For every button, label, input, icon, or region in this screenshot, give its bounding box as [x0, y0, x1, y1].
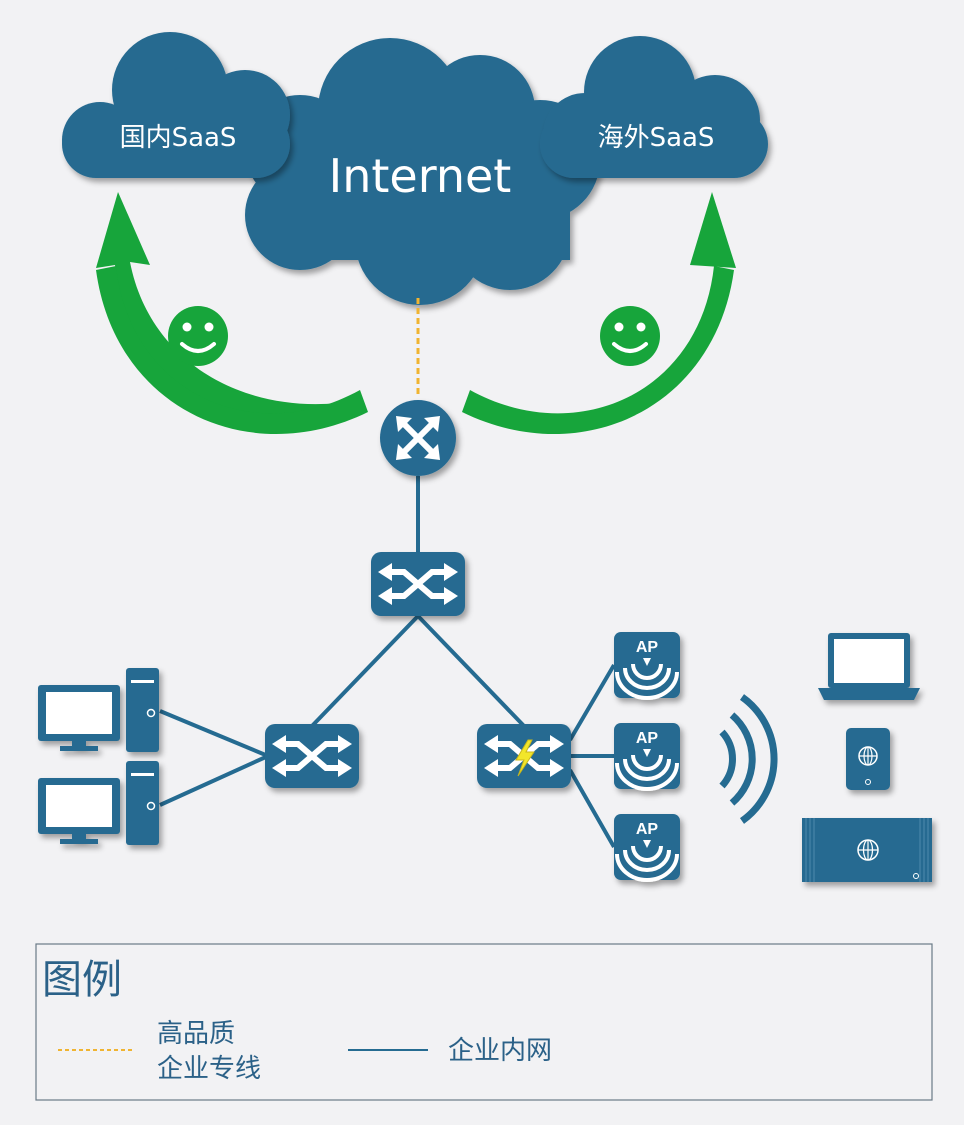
domestic-saas-label: 国内SaaS — [120, 123, 237, 153]
router-icon — [380, 400, 456, 476]
lightning-icon — [515, 739, 535, 777]
access-point-3-icon: AP — [614, 814, 680, 882]
legend-box: 图例 高品质 企业专线 企业内网 — [35, 943, 933, 1101]
mobile-phone-icon — [846, 728, 890, 790]
core-switch-icon — [371, 552, 465, 616]
cloud-internet — [245, 38, 600, 305]
laptop-icon — [818, 633, 920, 700]
access-point-1-icon: AP — [614, 632, 680, 700]
cloud-overseas-saas — [540, 36, 768, 178]
cloud-domestic-saas — [62, 32, 290, 178]
overseas-saas-label: 海外SaaS — [598, 123, 715, 153]
desktop-pc-1-icon — [38, 668, 159, 752]
ap-label-3: AP — [636, 821, 659, 838]
legend-dashed-label-line2: 企业专线 — [157, 1054, 261, 1084]
smiley-right-icon — [600, 306, 660, 366]
access-point-2-icon: AP — [614, 723, 680, 791]
green-arrow-left — [96, 192, 368, 434]
server-box-icon — [802, 818, 932, 882]
poe-switch-icon — [477, 724, 571, 788]
legend-solid-label: 企业内网 — [448, 1036, 552, 1066]
left-access-switch-icon — [265, 724, 359, 788]
desktop-pc-2-icon — [38, 761, 159, 845]
intranet-links — [159, 476, 616, 848]
ap-label-2: AP — [636, 730, 659, 747]
wifi-signal-icon — [719, 694, 778, 824]
smiley-left-icon — [168, 306, 228, 366]
legend-title: 图例 — [42, 957, 122, 1003]
internet-label: Internet — [329, 149, 512, 203]
green-arrow-right — [462, 192, 736, 434]
legend-dashed-label-line1: 高品质 — [157, 1019, 235, 1049]
ap-label-1: AP — [636, 639, 659, 656]
